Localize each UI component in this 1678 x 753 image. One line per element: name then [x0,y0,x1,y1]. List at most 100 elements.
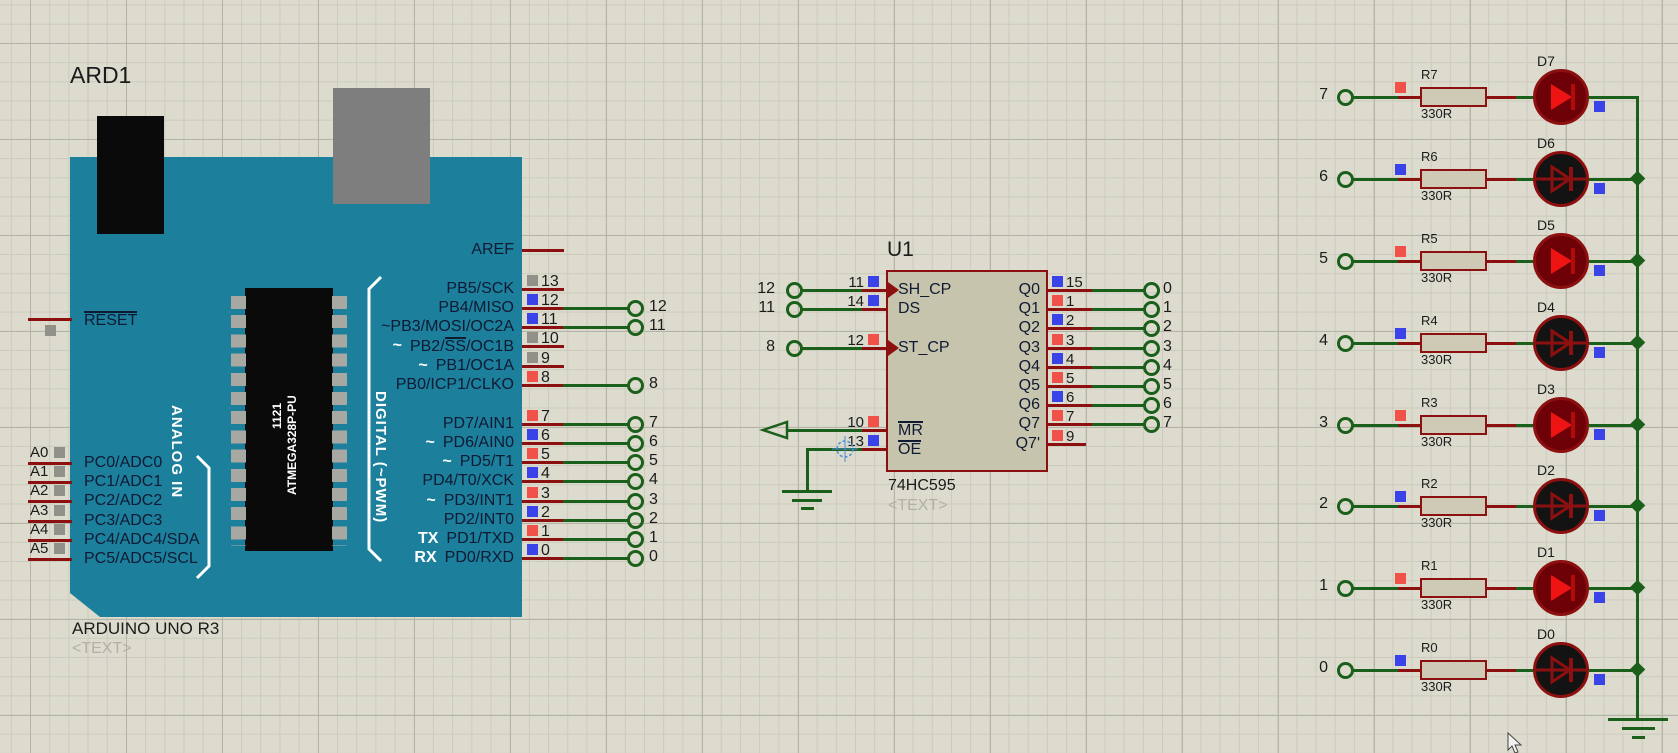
pin-stub[interactable] [522,538,564,541]
pin-stub[interactable] [522,480,564,483]
pin-stub[interactable] [522,519,564,522]
pin-stub[interactable] [522,288,564,291]
wire[interactable] [1352,178,1398,181]
pin-stub[interactable] [862,289,886,292]
wire[interactable] [563,384,628,387]
net-terminal[interactable] [627,550,644,567]
led[interactable] [1533,151,1589,207]
pin-stub[interactable] [862,429,886,432]
wire[interactable] [806,448,809,492]
wire[interactable] [802,347,862,350]
resistor[interactable] [1420,87,1487,107]
pin-stub[interactable] [862,448,886,451]
wire[interactable] [563,519,628,522]
pin-stub[interactable] [28,481,72,484]
wire[interactable] [1352,424,1398,427]
wire[interactable] [1398,505,1422,508]
aref-stub[interactable] [522,249,564,252]
wire[interactable] [1398,342,1422,345]
pin-stub[interactable] [1048,289,1092,292]
wire[interactable] [1589,505,1638,508]
wire[interactable] [1398,669,1422,672]
pin-stub[interactable] [522,345,564,348]
pin-stub[interactable] [862,347,886,350]
wire[interactable] [1589,424,1638,427]
wire[interactable] [1485,260,1517,263]
wire[interactable] [1589,178,1638,181]
wire[interactable] [1352,342,1398,345]
resistor[interactable] [1420,251,1487,271]
wire[interactable] [1516,260,1535,263]
wire[interactable] [802,289,862,292]
net-terminal[interactable] [627,319,644,336]
led[interactable] [1533,315,1589,371]
net-terminal[interactable] [627,531,644,548]
pin-stub[interactable] [522,442,564,445]
net-terminal[interactable] [627,454,644,471]
net-terminal[interactable] [627,435,644,452]
wire[interactable] [1092,423,1144,426]
wire[interactable] [563,538,628,541]
pin-stub[interactable] [522,326,564,329]
wire[interactable] [563,442,628,445]
net-terminal[interactable] [1143,340,1160,357]
wire[interactable] [1485,505,1517,508]
wire[interactable] [1485,342,1517,345]
wire[interactable] [807,448,862,451]
ground-symbol[interactable] [782,490,832,493]
pin-stub[interactable] [522,307,564,310]
wire[interactable] [1485,587,1517,590]
pin-stub[interactable] [1048,366,1092,369]
pin-stub[interactable] [522,384,564,387]
wire[interactable] [563,461,628,464]
resistor[interactable] [1420,578,1487,598]
reset-stub[interactable] [28,318,72,321]
wire[interactable] [788,429,862,432]
wire[interactable] [1516,505,1535,508]
wire[interactable] [1352,260,1398,263]
wire[interactable] [1485,178,1517,181]
wire[interactable] [1516,178,1535,181]
pin-stub[interactable] [1048,423,1092,426]
net-terminal[interactable] [1143,359,1160,376]
pin-stub[interactable] [522,557,564,560]
wire[interactable] [1485,669,1517,672]
led[interactable] [1533,397,1589,453]
wire[interactable] [1589,342,1638,345]
pin-stub[interactable] [1048,443,1086,446]
wire[interactable] [1092,327,1144,330]
net-terminal[interactable] [786,301,803,318]
resistor[interactable] [1420,415,1487,435]
pin-stub[interactable] [28,558,72,561]
pin-stub[interactable] [28,462,72,465]
led[interactable] [1533,69,1589,125]
net-terminal[interactable] [786,282,803,299]
net-terminal[interactable] [1143,320,1160,337]
pin-stub[interactable] [522,461,564,464]
led[interactable] [1533,233,1589,289]
wire[interactable] [1485,96,1517,99]
bus-wire[interactable] [1636,96,1639,720]
resistor[interactable] [1420,169,1487,189]
wire[interactable] [1398,260,1422,263]
wire[interactable] [1516,96,1535,99]
wire[interactable] [1516,424,1535,427]
wire[interactable] [1516,342,1535,345]
wire[interactable] [1092,366,1144,369]
wire[interactable] [1352,669,1398,672]
wire[interactable] [563,480,628,483]
wire[interactable] [1589,587,1638,590]
net-terminal[interactable] [627,493,644,510]
net-terminal[interactable] [627,416,644,433]
wire[interactable] [1398,424,1422,427]
wire[interactable] [1092,347,1144,350]
wire[interactable] [563,326,628,329]
wire[interactable] [1352,96,1398,99]
pin-stub[interactable] [522,500,564,503]
net-terminal[interactable] [1143,378,1160,395]
wire[interactable] [1589,260,1638,263]
pin-stub[interactable] [28,520,72,523]
net-terminal[interactable] [627,473,644,490]
resistor[interactable] [1420,660,1487,680]
pin-stub[interactable] [522,365,564,368]
